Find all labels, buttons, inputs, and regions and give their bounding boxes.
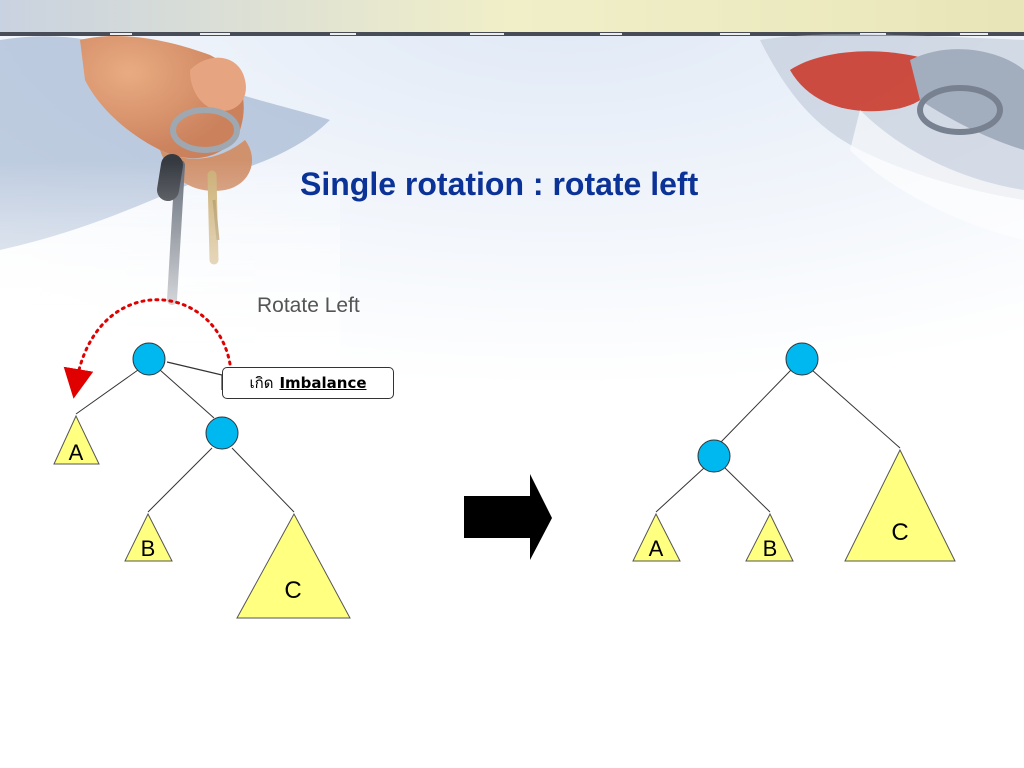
- new-left-child-node: [697, 439, 731, 473]
- edge-new-root-to-left-child: [719, 369, 792, 444]
- callout-prefix: เกิด: [249, 374, 274, 392]
- subtree-c-triangle: [236, 512, 351, 619]
- subtree-a-label: A: [69, 440, 84, 465]
- callout-pointer: [166, 361, 223, 390]
- after-subtree-c-label: C: [891, 519, 908, 546]
- subtree-c-label: C: [284, 577, 301, 604]
- callout-keyword: Imbalance: [279, 374, 367, 392]
- subtree-b-triangle: [124, 512, 173, 562]
- after-subtree-b-triangle: [745, 512, 794, 562]
- after-subtree-c-triangle: [844, 448, 956, 562]
- slide-title: Single rotation : rotate left: [300, 166, 699, 202]
- edge-left-child-to-b: [724, 467, 771, 513]
- subtree-b-label: B: [141, 536, 156, 561]
- hand-with-keys-image: [0, 35, 340, 360]
- edge-right-child-to-b: [147, 447, 213, 513]
- rotate-left-label: Rotate Left: [257, 294, 360, 317]
- after-tree: A B C: [632, 342, 956, 562]
- root-node: [132, 342, 166, 376]
- dotted-curved-rotation-arrow-icon: [63, 298, 232, 399]
- imbalance-callout: เกิด Imbalance: [222, 367, 394, 399]
- new-root-node: [785, 342, 819, 376]
- edge-left-child-to-a: [655, 467, 705, 513]
- subtree-a-triangle: [53, 414, 100, 465]
- edge-right-child-to-c: [231, 447, 295, 513]
- edge-root-to-right-child: [159, 369, 215, 419]
- after-subtree-a-label: A: [649, 536, 664, 561]
- before-tree: A B C: [53, 342, 351, 619]
- right-block-arrow-icon: [464, 474, 552, 560]
- after-subtree-b-label: B: [763, 536, 778, 561]
- edge-new-root-to-c: [811, 369, 901, 449]
- after-subtree-a-triangle: [632, 512, 681, 562]
- edge-root-to-a: [75, 369, 139, 415]
- keychain-corner-image: [760, 34, 1024, 240]
- right-child-node: [205, 416, 239, 450]
